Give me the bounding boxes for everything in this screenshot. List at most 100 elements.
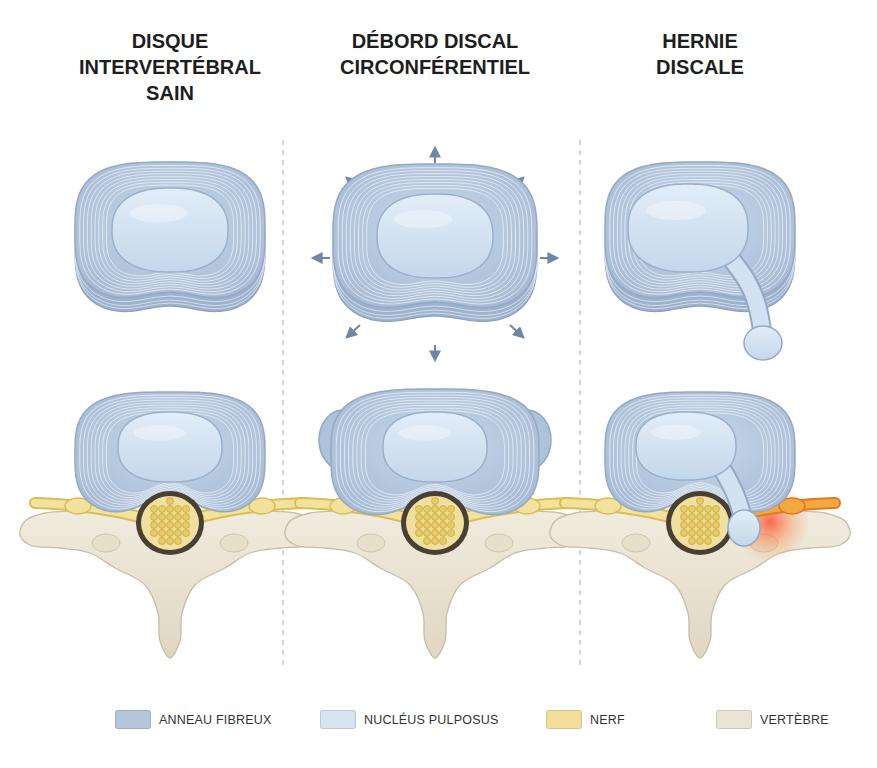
column-heading: DISQUE INTERVERTÉBRAL SAIN [70,28,270,106]
nerve-fiber [183,514,190,521]
annulus [333,164,537,307]
hernia-outline [728,255,762,330]
lamella [91,174,249,287]
nerve-fiber [713,514,720,521]
lamella [621,174,779,287]
nerve-fiber [705,530,712,537]
nerve-fiber [167,498,174,505]
nerve-fiber [705,514,712,521]
lamella [342,171,528,302]
column-heading: DÉBORD DISCAL CIRCONFÉRENTIEL [315,28,555,80]
expansion-arrow [347,325,360,337]
lamella [91,403,249,502]
lamella [103,182,238,278]
lamella [346,174,523,299]
nerve-fiber [159,506,166,513]
legend-label: NERF [590,713,625,727]
nerve-fiber [440,538,447,545]
nerve-fiber [689,514,696,521]
nerve-fiber [183,522,190,529]
spinal-cord [406,496,464,550]
nerve-fiber [151,522,158,529]
nerve-fiber [432,498,439,505]
lamella [349,400,522,504]
nucleus [628,184,748,272]
nerve-fiber [697,514,704,521]
expansion-arrow [510,325,523,337]
nerve-fiber [416,506,423,513]
nerve-fiber [713,522,720,529]
spinal-cord [141,496,199,550]
nerve-fiber [424,538,431,545]
nerve-fiber [167,530,174,537]
expansion-arrow [313,257,330,259]
nucleus-highlight [651,425,701,440]
lamella [614,168,787,291]
lamella [345,398,526,507]
lamella [87,400,252,504]
legend-label: ANNEAU FIBREUX [159,713,272,727]
nucleus-highlight [399,425,451,440]
nerve-fiber [681,514,688,521]
nerve-fiber [167,538,174,545]
lamella [99,408,242,498]
lamella [357,406,513,500]
hernia-bulb [728,510,760,546]
nerve-fiber [681,506,688,513]
nerve-fiber [440,514,447,521]
nerve-fiber [424,522,431,529]
lamella [361,408,509,497]
nerve-fiber [151,530,158,537]
lamella [353,403,517,502]
annulus [605,162,795,298]
nerve-fiber [416,522,423,529]
nerve-fiber [175,538,182,545]
nucleus-highlight [646,201,706,220]
legend-item: VERTÈBRE [716,710,829,729]
lamella [625,405,775,500]
nerve-fiber [175,506,182,513]
nerve-fiber [440,522,447,529]
nerve-fiber [183,530,190,537]
nerve-fiber [424,514,431,521]
nerve-fiber [424,506,431,513]
lamella [621,403,779,502]
nerve-fiber [697,530,704,537]
vertebra [285,493,585,658]
lamella [359,183,512,291]
nerve-fiber [416,530,423,537]
lamella [95,405,245,500]
expansion-arrow [434,148,436,163]
lamella [625,177,775,284]
lamella [636,413,763,493]
legend-label: NUCLÉUS PULPOSUS [364,713,499,727]
lamella [629,408,772,498]
lamella [80,166,261,295]
legend-swatch [115,710,151,729]
nucleus [383,412,487,482]
nerve-fiber [705,506,712,513]
nerve-fiber [167,506,174,513]
legend-item: ANNEAU FIBREUX [115,710,272,729]
nerve-fiber [697,506,704,513]
lamella [365,411,504,495]
lamella [367,188,504,284]
lamella [614,398,787,507]
divider [579,140,580,665]
nerve-fiber [432,530,439,537]
spinal-canal [136,491,204,555]
nucleus [112,188,228,272]
lamella [338,168,532,304]
nerve-fiber [689,506,696,513]
nerve-fiber [432,506,439,513]
vertebra [20,493,320,658]
legend-item: NERF [546,710,625,729]
facet [622,534,650,552]
nerve-fiber [159,522,166,529]
lamella [87,171,252,289]
nerve-fiber [689,530,696,537]
nerve-fiber [448,514,455,521]
nerve-fiber [689,522,696,529]
anatomy [20,148,850,658]
